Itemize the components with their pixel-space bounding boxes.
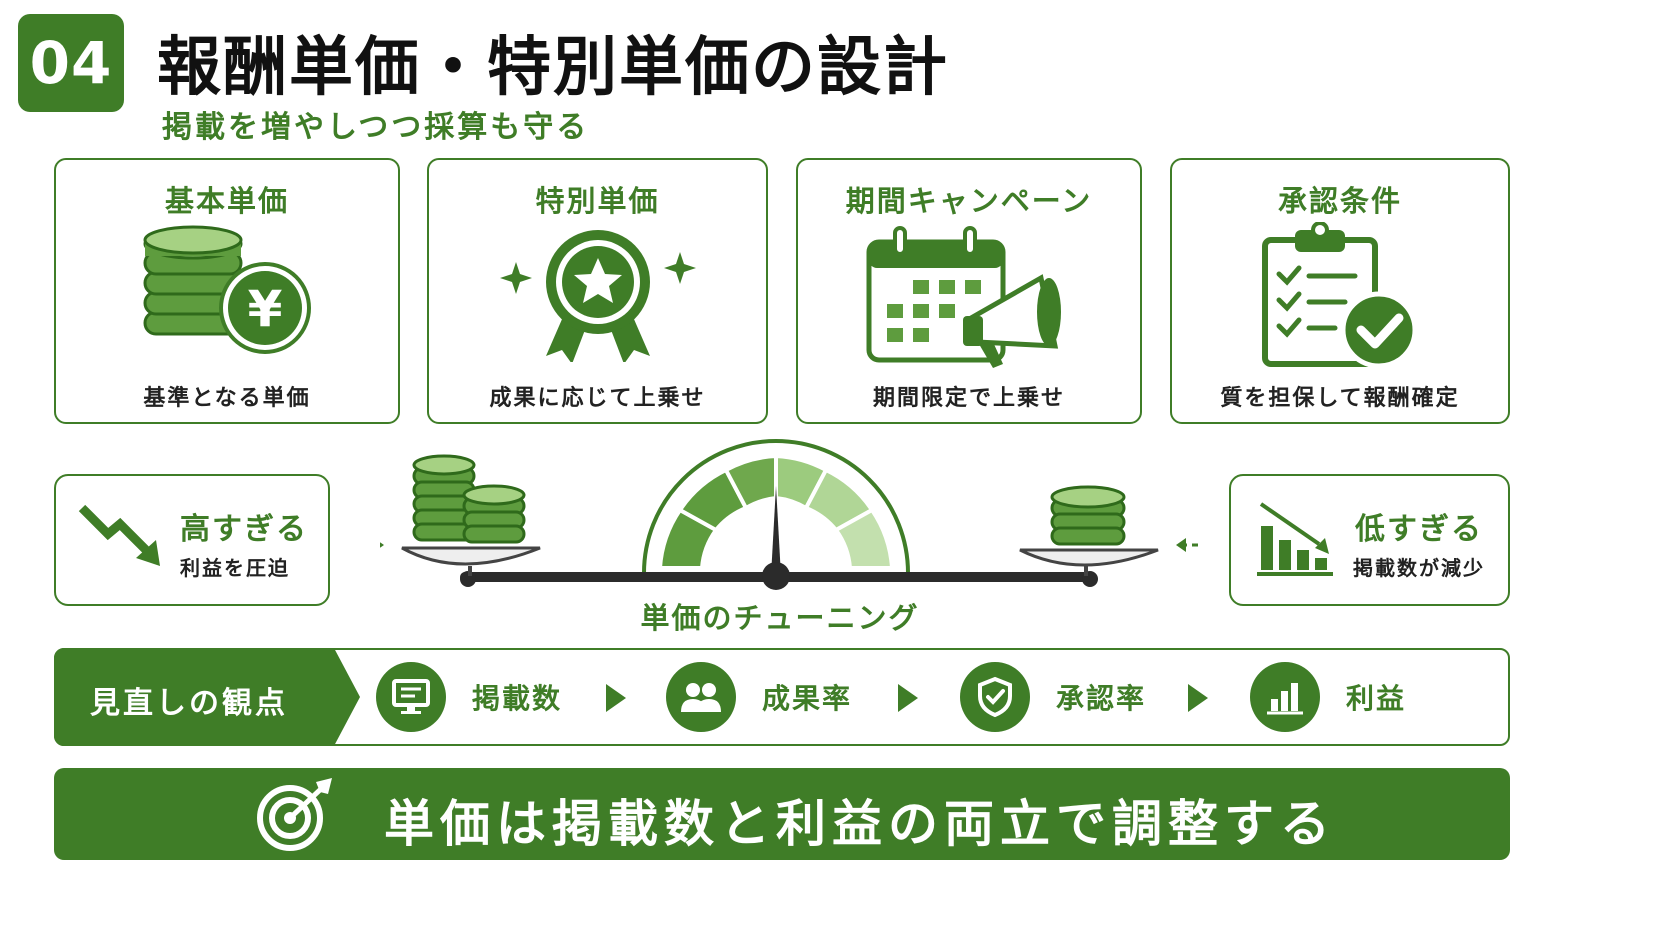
card-title: 期間キャンペーン (845, 184, 1093, 218)
review-item-label: 利益 (1346, 682, 1407, 715)
too-low-box: 低すぎる 掲載数が減少 (1229, 474, 1510, 606)
too-high-box: 高すぎる 利益を圧迫 (54, 474, 330, 606)
card-title: 基本単価 (164, 184, 289, 218)
card-desc: 基準となる単価 (143, 386, 311, 411)
award-ribbon-icon (499, 230, 696, 362)
card-desc: 期間限定で上乗せ (872, 386, 1065, 411)
card-desc: 質を担保して報酬確定 (1220, 386, 1460, 411)
card-desc: 成果に応じて上乗せ (489, 386, 706, 411)
yen-coins-icon: ¥ (143, 225, 311, 354)
card-campaign: 期間キャンペーン 期間限定で上乗せ (796, 158, 1142, 424)
review-item-approval: 承認率 (960, 662, 1146, 732)
card-base-price: 基本単価 ¥ 基準となる単価 (54, 158, 400, 424)
tuning-label: 単価のチューニング (640, 601, 920, 635)
too-low-title: 低すぎる (1355, 512, 1483, 547)
card-special-price: 特別単価 成果に応じて上乗せ (427, 158, 768, 424)
page-subtitle: 掲載を増やしつつ採算も守る (162, 110, 590, 145)
review-lead (54, 648, 330, 746)
section-number-badge: 04 (18, 14, 124, 112)
review-points-bar: 見直しの観点 掲載数 成果率 承認率 利益 (54, 648, 1510, 746)
review-item-label: 掲載数 (472, 682, 563, 715)
conclusion-banner: 単価は掲載数と利益の両立で調整する (54, 768, 1510, 860)
users-icon (666, 662, 736, 732)
monitor-icon (376, 662, 446, 732)
too-high-desc: 利益を圧迫 (180, 556, 290, 580)
bar-decline-icon (1257, 502, 1333, 576)
review-item-conversion: 成果率 (666, 662, 852, 732)
svg-text:¥: ¥ (248, 280, 283, 338)
chevron-right-icon (898, 684, 918, 712)
card-title: 特別単価 (535, 184, 660, 218)
chevron-right-icon (1188, 684, 1208, 712)
page-title: 報酬単価・特別単価の設計 (157, 31, 949, 105)
too-low-desc: 掲載数が減少 (1353, 556, 1485, 580)
lead-arrow-shape (328, 648, 360, 746)
review-item-listings: 掲載数 (376, 662, 562, 732)
price-tuning-scale (380, 439, 1200, 590)
calendar-megaphone-icon (866, 226, 1061, 368)
target-arrow-icon (257, 778, 332, 851)
shield-check-icon (960, 662, 1030, 732)
trend-down-icon (78, 504, 160, 566)
bar-chart-icon (1250, 662, 1320, 732)
review-item-profit: 利益 (1250, 662, 1406, 732)
card-approval: 承認条件 質を担保して報酬確定 (1170, 158, 1510, 424)
too-high-title: 高すぎる (180, 512, 308, 547)
card-title: 承認条件 (1277, 184, 1402, 218)
review-item-label: 成果率 (762, 682, 853, 715)
conclusion-text: 単価は掲載数と利益の両立で調整する (384, 795, 1336, 853)
review-item-label: 承認率 (1056, 682, 1147, 715)
chevron-right-icon (606, 684, 626, 712)
clipboard-check-icon (1262, 222, 1418, 369)
section-number: 04 (29, 29, 113, 97)
review-lead-text: 見直しの観点 (90, 686, 288, 721)
